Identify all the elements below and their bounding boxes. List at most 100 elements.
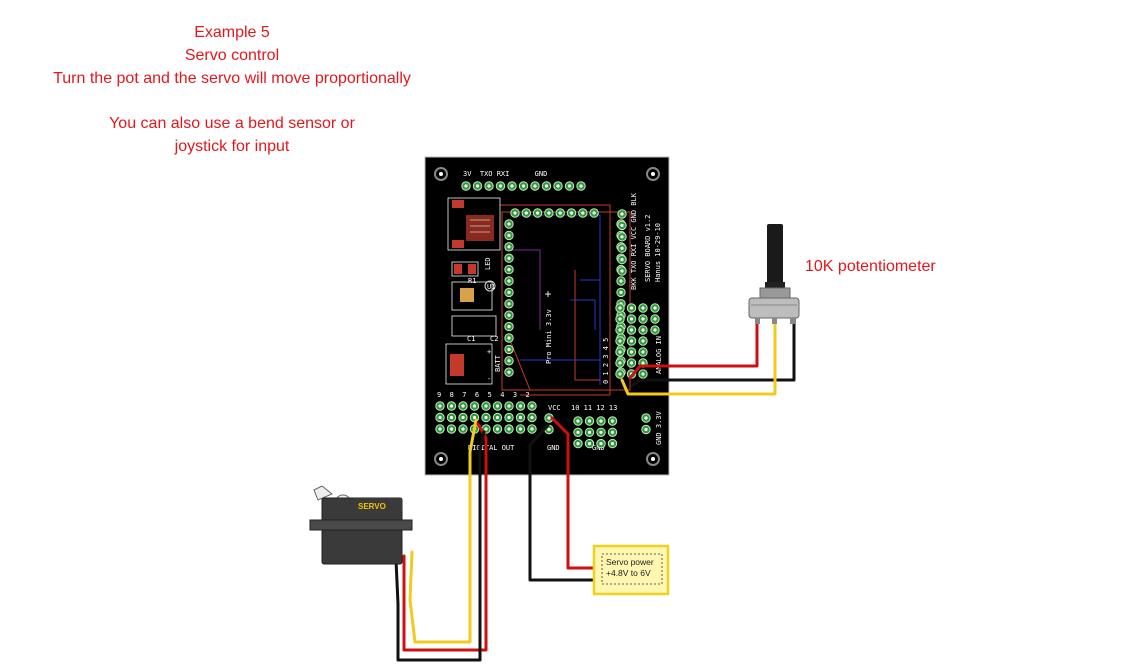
wires (394, 316, 796, 662)
caption-line5: joystick for input (174, 138, 290, 155)
pad-hole (567, 184, 572, 188)
gnd-label: GND (547, 444, 560, 452)
pad-hole (618, 350, 622, 354)
servo-wire-yellow (408, 418, 478, 644)
minus-label: - (487, 375, 491, 383)
pad-hole (629, 328, 634, 332)
pad-hole (507, 222, 511, 226)
potentiometer-label: 10K potentiometer (805, 258, 936, 275)
pad-hole (507, 336, 511, 340)
pad-hole (507, 325, 511, 329)
pad-hole (581, 211, 585, 215)
pad-hole (495, 415, 500, 420)
c1-label: C1 (467, 335, 475, 343)
r1-label: R1 (468, 277, 476, 285)
pad-hole (641, 361, 645, 365)
pad-hole (518, 404, 523, 408)
header-pads (435, 181, 660, 449)
pad-hole (587, 419, 592, 423)
pad-hole (438, 427, 442, 431)
pad-hole (618, 339, 622, 343)
pad-hole (641, 350, 645, 354)
pad-hole (544, 184, 549, 188)
pad-hole (507, 290, 511, 294)
vcc-label: VCC (548, 404, 561, 412)
pad-hole (461, 415, 465, 420)
board-name-label: SERVO BOARD v1.2 (644, 215, 652, 282)
pad-hole (618, 328, 622, 332)
ftdi-header-label: BKK TXO RXI VCC GND BLK (630, 192, 638, 290)
pad-hole (641, 306, 645, 310)
pad-hole (518, 427, 523, 431)
analog-pin-numbers: 0 1 2 3 4 5 (602, 338, 610, 384)
caption-subtitle: Servo control (184, 47, 280, 64)
pad-hole (533, 184, 537, 188)
pad-hole (487, 184, 491, 188)
pad-hole (599, 442, 603, 446)
pad-hole (653, 328, 657, 332)
pad-hole (653, 317, 657, 321)
pad-hole (484, 404, 488, 408)
pad-hole (449, 427, 454, 431)
caption-title: Example 5 (194, 24, 270, 41)
pad-hole (569, 211, 574, 215)
pad-hole (461, 427, 465, 431)
pad-hole (530, 404, 534, 408)
pad-hole (558, 211, 562, 215)
regulator-area (445, 197, 501, 385)
pro-mini-outline (501, 211, 631, 391)
pad-hole (629, 361, 634, 365)
pad-hole (629, 350, 634, 354)
pad-hole (521, 184, 526, 188)
pad-hole (610, 430, 615, 434)
pro-mini-label: Pro Mini 3.3v (545, 309, 553, 364)
pad-hole (620, 212, 624, 216)
pad-hole (507, 370, 511, 374)
pad-hole (587, 442, 592, 446)
pad-hole (576, 442, 580, 446)
pad-hole (629, 317, 634, 321)
pad-hole (620, 258, 624, 262)
gnd-label-2: GND (592, 444, 605, 452)
pad-hole (620, 246, 624, 250)
pad-hole (507, 347, 511, 351)
gnd-33-label: GND 3.3V (655, 410, 663, 445)
silkscreen-labels: 3V TXO RXI GND BKK TXO RXI VCC GND BLK S… (437, 170, 663, 452)
pad-hole (618, 372, 622, 376)
pad-hole (619, 279, 623, 283)
pad-hole (620, 235, 624, 239)
pad-hole (495, 427, 500, 431)
pad-hole (644, 416, 648, 420)
servo-motor: SERVO (309, 485, 413, 565)
pad-hole (530, 415, 534, 420)
pad-hole (498, 184, 503, 188)
board-author-label: Hanus 10-29-10 (654, 223, 662, 282)
pad-hole (599, 419, 603, 423)
pad-hole (618, 306, 622, 310)
servo-label: SERVO (358, 502, 386, 511)
pot-shaft (767, 224, 783, 286)
pad-hole (576, 430, 580, 434)
pad-hole (547, 416, 551, 420)
pad-hole (653, 306, 657, 310)
psu-line2: +4.8V to 6V (606, 568, 651, 578)
potentiometer (748, 224, 800, 324)
pad-hole (507, 359, 511, 363)
digital-pin-numbers: 9 8 7 6 5 4 3 2 (437, 391, 530, 399)
pad-hole (507, 415, 511, 420)
pad-hole (507, 404, 511, 408)
pad-hole (495, 404, 500, 408)
pad-hole (644, 427, 648, 432)
pad-hole (592, 211, 596, 215)
pad-hole (620, 223, 624, 227)
u1-label: U1 (487, 283, 495, 291)
pad-hole (507, 279, 511, 283)
psu-wire-red (550, 416, 598, 570)
top-header-label: 3V TXO RXI GND (463, 170, 547, 178)
pad-hole (438, 415, 442, 420)
servo-wire-black (394, 430, 486, 662)
pad-hole (641, 317, 645, 321)
pot-wire-yellow (620, 316, 777, 396)
pad-hole (547, 427, 551, 432)
